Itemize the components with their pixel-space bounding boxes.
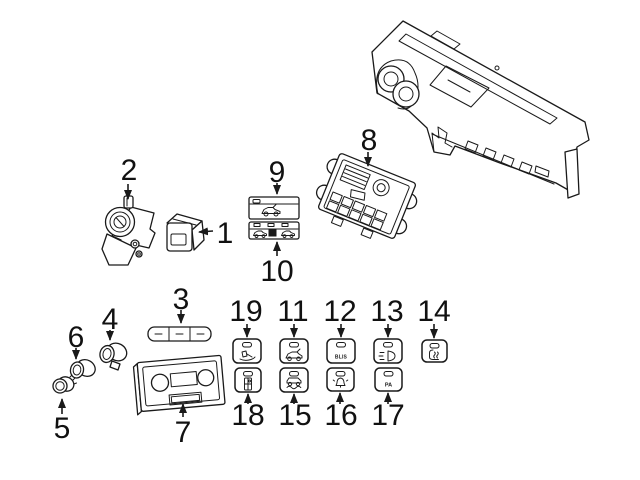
part-8-control-unit-illustration bbox=[315, 153, 418, 239]
screw-hole bbox=[494, 65, 500, 71]
button-grid bbox=[325, 191, 388, 231]
vent-slot bbox=[464, 140, 479, 154]
dashboard-right-fin bbox=[564, 148, 580, 199]
gauge-opening-right bbox=[392, 80, 420, 108]
display-window bbox=[169, 371, 198, 388]
center-stack-opening bbox=[429, 65, 490, 108]
part-9-switch-panel-illustration bbox=[248, 196, 300, 220]
callout-4-label: 4 bbox=[102, 303, 119, 336]
callout-5-label: 5 bbox=[54, 412, 71, 445]
part-3-switch-strip-illustration bbox=[147, 326, 212, 342]
callout-8-label: 8 bbox=[361, 124, 378, 157]
car-icon bbox=[261, 204, 281, 217]
dial bbox=[372, 179, 390, 197]
alarm-bell-icon bbox=[332, 377, 349, 388]
part-10-switch-panel-illustration bbox=[248, 221, 300, 240]
car-icon bbox=[281, 230, 295, 238]
callout-1-label: 1 bbox=[217, 217, 234, 250]
car-icon bbox=[253, 230, 267, 238]
callouts: 2 1 9 10 8 3 4 6 5 7 19 11 12 13 14 18 1… bbox=[54, 124, 451, 449]
callout-10-label: 10 bbox=[260, 255, 293, 288]
callout-17-label: 17 bbox=[371, 399, 404, 432]
callout-9-label: 9 bbox=[269, 156, 286, 189]
switch-19 bbox=[232, 338, 262, 364]
callout-15-label: 15 bbox=[278, 399, 311, 432]
switch-11 bbox=[279, 338, 309, 364]
callout-12-label: 12 bbox=[323, 295, 356, 328]
vent-slot bbox=[482, 147, 497, 161]
part-6-knob-illustration bbox=[69, 358, 96, 379]
display-window bbox=[339, 164, 371, 190]
callout-18-label: 18 bbox=[231, 399, 264, 432]
switch-15 bbox=[279, 367, 309, 393]
blis-label: BLIS bbox=[335, 355, 348, 361]
callout-6-label: 6 bbox=[68, 321, 85, 354]
knob bbox=[150, 373, 170, 392]
connector-opening bbox=[170, 233, 187, 246]
callout-14-label: 14 bbox=[417, 295, 450, 328]
part-5-knob-illustration bbox=[52, 374, 77, 394]
part-4-knob-illustration bbox=[99, 342, 128, 371]
pedal-adjust-icon bbox=[239, 350, 256, 361]
switch-13 bbox=[373, 338, 403, 364]
car-liftgate-icon bbox=[285, 348, 303, 362]
vent-slot bbox=[518, 161, 533, 175]
callout-16-label: 16 bbox=[324, 399, 357, 432]
part-1-switch-module-illustration bbox=[166, 213, 205, 252]
switch-17: PA bbox=[374, 367, 403, 392]
steering-column-cutout bbox=[431, 126, 453, 153]
callout-11-label: 11 bbox=[277, 295, 308, 328]
key-cylinder bbox=[113, 215, 127, 229]
heated-seat-icon bbox=[429, 349, 439, 360]
vent-slot bbox=[500, 154, 515, 168]
center-button bbox=[268, 229, 277, 237]
console-switch-icon bbox=[244, 377, 252, 391]
switch-16 bbox=[326, 367, 355, 392]
switch-12: BLIS bbox=[326, 338, 356, 364]
part-2-ignition-switch-illustration bbox=[101, 195, 156, 266]
callout-19-label: 19 bbox=[229, 295, 262, 328]
callout-2-label: 2 bbox=[121, 154, 138, 187]
dashboard-assembly-illustration bbox=[371, 20, 590, 199]
parking-aid-label: PA bbox=[385, 383, 392, 389]
fog-lamp-icon bbox=[378, 350, 396, 362]
callout-3-label: 3 bbox=[173, 283, 190, 316]
knob bbox=[197, 369, 215, 387]
stability-control-icon bbox=[286, 377, 302, 390]
switch-18 bbox=[234, 367, 262, 393]
switch-14 bbox=[421, 339, 448, 363]
callout-7-label: 7 bbox=[175, 416, 192, 449]
callout-1-arrow bbox=[198, 227, 214, 236]
part-7-faceplate-illustration bbox=[132, 354, 226, 416]
defroster-strip bbox=[398, 33, 558, 125]
callout-13-label: 13 bbox=[370, 295, 403, 328]
